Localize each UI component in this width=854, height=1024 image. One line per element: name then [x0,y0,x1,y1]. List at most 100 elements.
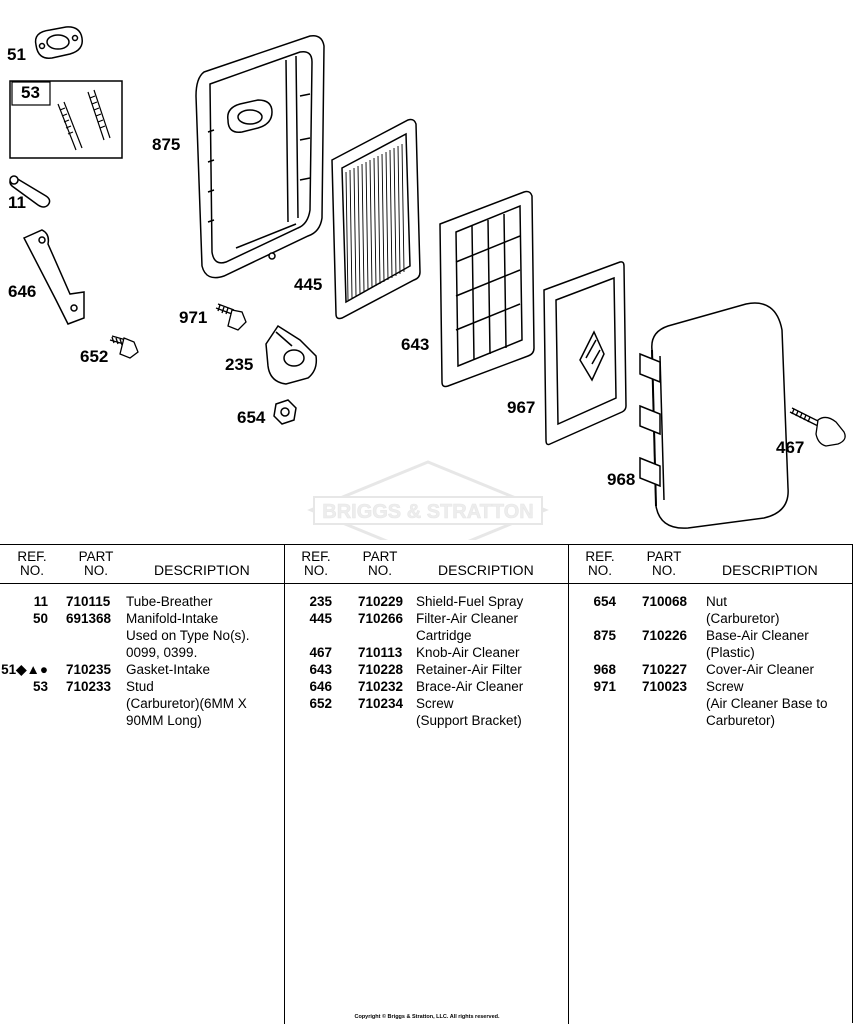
callout-235: 235 [225,355,254,374]
part-description: 0099, 0399. [126,645,198,660]
table-row: 643 710228 Retainer-Air Filter [284,661,568,678]
callout-53: 53 [21,83,40,102]
knob-air-cleaner-part [789,407,846,447]
callout-968: 968 [607,470,636,489]
header-part: PART [78,549,114,564]
ref-number: 467 [309,645,332,660]
header-rule [568,583,852,584]
part-number: 710228 [358,662,404,677]
part-number: 710113 [358,645,403,660]
column-divider [284,544,285,1024]
callout-654: 654 [237,408,266,427]
ref-number: 652 [309,696,332,711]
callout-875: 875 [152,135,181,154]
part-number: 710232 [358,679,404,694]
callout-445: 445 [294,275,323,294]
ref-number: 53 [32,679,48,694]
ref-number: 11 [33,594,48,609]
cover-air-cleaner-part [639,302,789,529]
screw-air-cleaner-base-part [215,303,247,331]
part-number: 691368 [66,611,112,626]
header-description: DESCRIPTION [722,562,818,578]
part-description: Stud [126,679,154,694]
ref-number: 235 [309,594,332,609]
part-description: Gasket-Intake [126,662,211,677]
header-rule [284,583,568,584]
callout-643: 643 [401,335,430,354]
callout-967: 967 [507,398,536,417]
part-number: 710234 [358,696,404,711]
part-description: Retainer-Air Filter [416,662,522,677]
copyright-notice: Copyright © Briggs & Stratton, LLC. All … [354,1014,500,1020]
briggs-stratton-watermark-logo: BRIGGS & STRATTON [307,460,549,560]
callout-652: 652 [80,347,109,366]
ref-number: 654 [593,594,616,609]
part-description: Carburetor) [706,713,776,728]
header-ref: REF. [301,549,331,564]
header-description: DESCRIPTION [438,562,534,578]
retainer-air-filter-part [439,190,535,388]
ref-number: 643 [309,662,332,677]
part-description: Shield-Fuel Spray [416,594,524,609]
callout-646: 646 [8,282,37,301]
callout-11: 11 [8,193,26,212]
callout-971: 971 [179,308,208,327]
callout-467: 467 [776,438,805,457]
part-description: Screw [706,679,744,694]
ref-number: 971 [593,679,616,694]
header-description: DESCRIPTION [154,562,250,578]
parts-list-table: REF. NO. PART NO. DESCRIPTION REF. NO. P… [0,544,854,1024]
ref-number: 646 [309,679,332,694]
part-description: Knob-Air Cleaner [416,645,520,660]
header-rule [0,583,284,584]
header-part-no: NO. [651,563,676,578]
part-number: 710266 [358,611,404,626]
header-part: PART [362,549,398,564]
column-divider [568,544,569,1024]
table-frame [0,544,853,1023]
header-part-no: NO. [367,563,392,578]
table-row: 53 710233 Stud (Carburetor)(6MM X 90MM Long) [0,678,284,729]
part-description: (Carburetor)(6MM X [126,696,247,711]
diagram-drawing: BRIGGS & STRATTON [9,26,846,560]
base-air-cleaner-part [195,34,325,279]
part-number: 710229 [358,594,404,609]
ref-number: 875 [593,628,616,643]
nut-carburetor-part [273,399,297,425]
header-part: PART [646,549,682,564]
part-number: 710233 [66,679,112,694]
stud-part [9,80,123,159]
header-ref-no: NO. [587,563,612,578]
part-number: 710227 [642,662,688,677]
shield-fuel-spray-part [265,324,318,385]
ref-number: 50 [32,611,48,626]
ref-number: 968 [593,662,616,677]
header-ref: REF. [585,549,615,564]
part-description: Nut [706,594,728,609]
gasket-intake-part [34,26,83,59]
part-description: (Plastic) [706,645,755,660]
part-number: 710235 [66,662,112,677]
table-row: 467 710113 Knob-Air Cleaner [284,644,568,661]
part-description: Screw [416,696,454,711]
part-description: Filter-Air Cleaner [416,611,519,626]
part-description: 90MM Long) [126,713,202,728]
brace-air-cleaner-part [22,229,85,325]
tube-breather-part [9,175,51,208]
part-description: Used on Type No(s). [126,628,250,643]
part-number: 710068 [642,594,688,609]
ref-number: 445 [309,611,332,626]
part-number: 710115 [66,594,111,609]
part-description: (Air Cleaner Base to [706,696,828,711]
part-description: Manifold-Intake [126,611,219,626]
filter-air-cleaner-cartridge-part [331,118,421,320]
screw-support-bracket-part [109,335,139,359]
